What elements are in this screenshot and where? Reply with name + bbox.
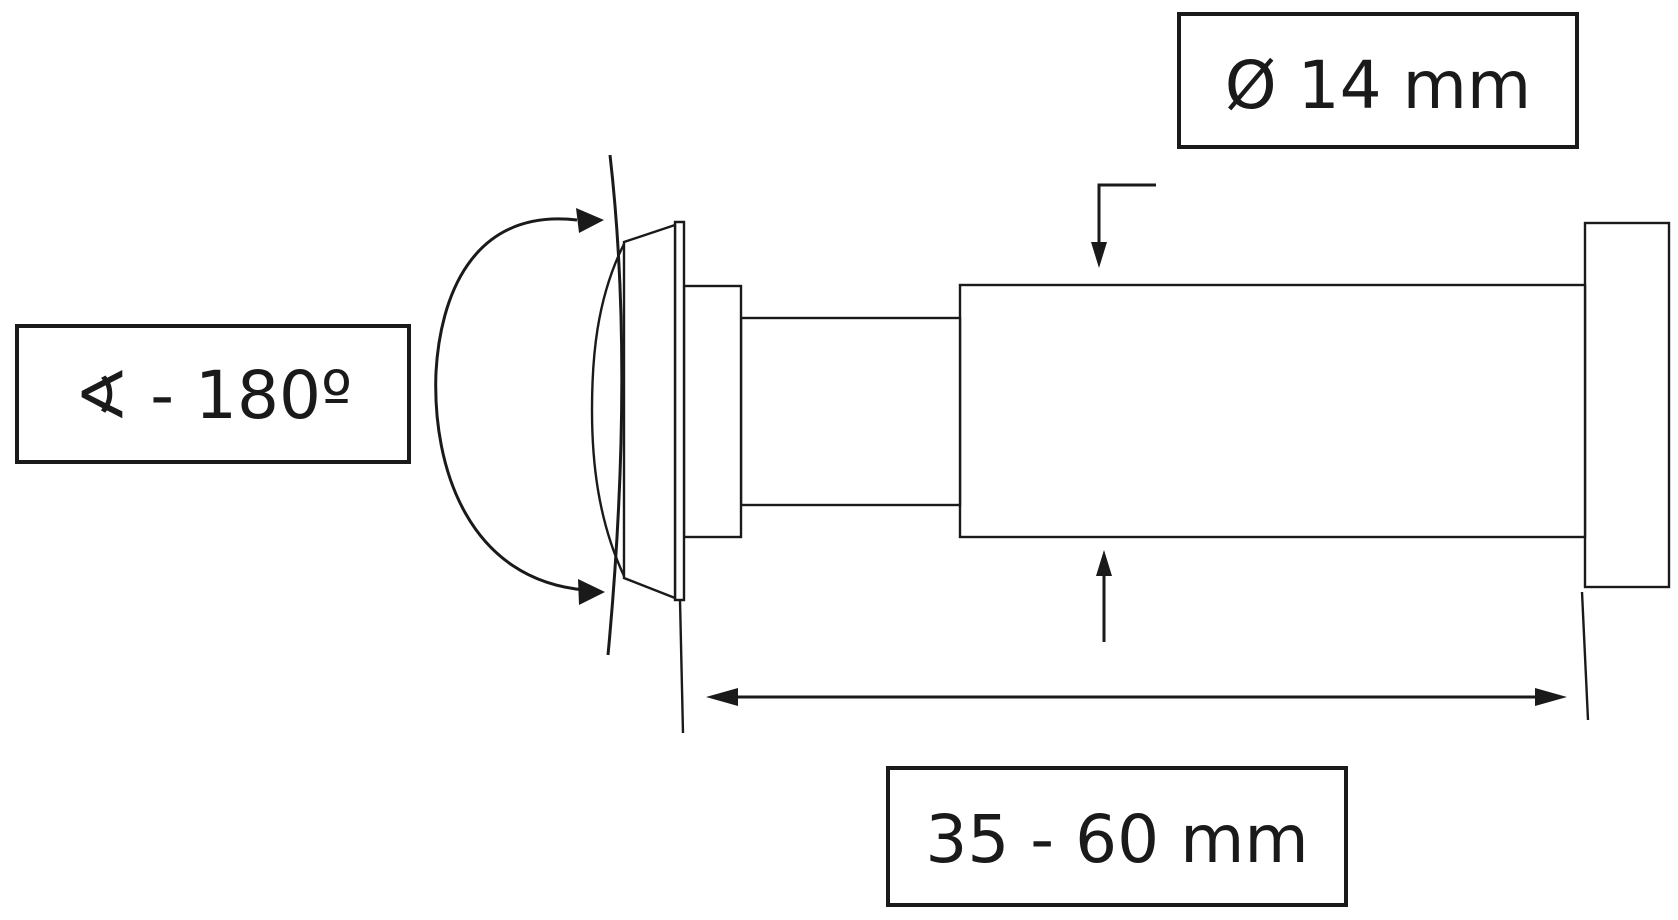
arrowhead-icon: [1091, 242, 1107, 268]
arrowhead-icon: [706, 688, 738, 706]
diameter-label-box: [1177, 12, 1579, 149]
arrowhead-icon: [1535, 688, 1567, 706]
diameter-leader-line: [1097, 183, 1156, 255]
angle-label: ∢ - 180º: [15, 324, 411, 464]
collar: [682, 284, 743, 539]
viewing-angle-curve: [434, 217, 586, 592]
length-dimension: [678, 591, 1590, 734]
door-viewer: [590, 220, 1671, 602]
angle-label-text: ∢ - 180º: [74, 357, 352, 434]
viewing-angle-arc: [434, 208, 605, 605]
arrowhead-icon: [578, 579, 605, 605]
flange-plate: [673, 220, 686, 602]
diameter-indicator: [1091, 183, 1156, 642]
length-label: 35 - 60 mm: [886, 766, 1348, 907]
arrowhead-icon: [576, 208, 604, 233]
extension-line-left: [678, 599, 685, 734]
door-surface-line: [606, 154, 624, 656]
extension-line-right: [1580, 591, 1590, 721]
connecting-tube: [739, 316, 962, 507]
diameter-label: Ø 14 mm: [1177, 12, 1579, 149]
lens-dome: [590, 243, 626, 577]
end-cap: [1583, 221, 1671, 589]
main-barrel: [958, 283, 1587, 539]
lens-housing: [622, 223, 677, 600]
arrowhead-icon: [1096, 550, 1112, 576]
length-label-text: 35 - 60 mm: [925, 801, 1308, 878]
length-label-box: [886, 766, 1348, 907]
angle-label-box: [15, 324, 411, 464]
diameter-label-text: Ø 14 mm: [1225, 47, 1531, 124]
